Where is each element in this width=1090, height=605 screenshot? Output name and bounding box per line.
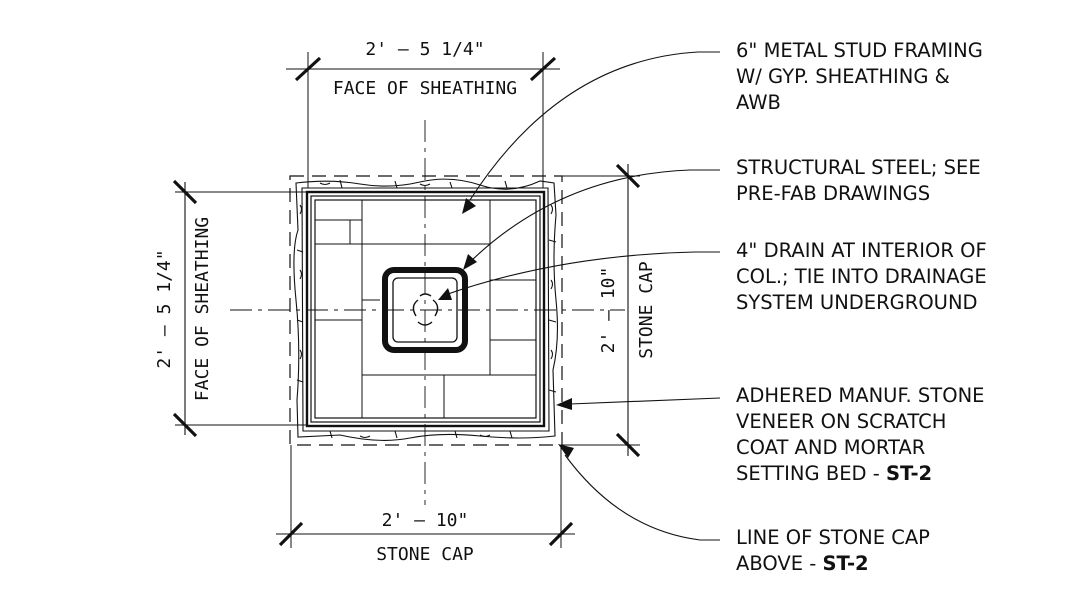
note-line-text: ABOVE - (736, 552, 823, 575)
right-dimension-label: STONE CAP (636, 261, 657, 359)
framing-panels (315, 200, 536, 418)
note-line: STRUCTURAL STEEL; SEE (736, 156, 981, 179)
note-line: 4" DRAIN AT INTERIOR OF (736, 239, 987, 262)
note-line: PRE-FAB DRAWINGS (736, 182, 931, 205)
leader-veneer (569, 397, 721, 405)
drain-symbol (412, 293, 439, 326)
bottom-dimension-value: 2' – 10" (382, 510, 469, 531)
sheathing-inner (310, 195, 541, 423)
note-line: COL.; TIE INTO DRAINAGE (736, 265, 987, 288)
note-stone-veneer: ADHERED MANUF. STONE VENEER ON SCRATCH C… (736, 383, 1076, 487)
right-dimension (562, 163, 641, 458)
bottom-dimension (276, 445, 575, 548)
leader-steel (469, 169, 720, 263)
note-line: COAT AND MORTAR (736, 436, 926, 459)
note-drain: 4" DRAIN AT INTERIOR OF COL.; TIE INTO D… (736, 238, 1076, 316)
top-dimension (286, 52, 560, 188)
stone-cap-outline (289, 175, 563, 446)
left-dimension (172, 179, 306, 438)
note-line: ABOVE - ST-2 (736, 551, 1076, 577)
bottom-dimension-label: STONE CAP (376, 544, 474, 565)
sheathing-outer (305, 190, 546, 428)
right-dimension-value: 2' – 10" (598, 267, 619, 354)
note-reference-code: ST-2 (885, 462, 933, 485)
stud-line (314, 199, 537, 419)
top-dimension-label: FACE OF SHEATHING (333, 78, 517, 99)
note-line: AWB (736, 91, 781, 114)
top-dimension-value: 2' – 5 1/4" (365, 39, 484, 60)
note-line: W/ GYP. SHEATHING & (736, 65, 950, 88)
note-line: ADHERED MANUF. STONE (736, 384, 985, 407)
note-structural-steel: STRUCTURAL STEEL; SEE PRE-FAB DRAWINGS (736, 155, 1076, 207)
note-metal-stud-framing: 6" METAL STUD FRAMING W/ GYP. SHEATHING … (736, 38, 1076, 116)
leader-drain (444, 251, 720, 296)
left-dimension-label: FACE OF SHEATHING (192, 217, 213, 401)
leader-lines (444, 51, 721, 541)
note-line: 6" METAL STUD FRAMING (736, 39, 983, 62)
note-reference-code: ST-2 (822, 552, 869, 575)
note-stone-cap: LINE OF STONE CAP ABOVE - ST-2 (736, 525, 1076, 577)
note-line-text: SETTING BED - (736, 462, 886, 485)
left-dimension-value: 2' – 5 1/4" (154, 249, 175, 368)
leader-framing (469, 51, 720, 201)
note-line: SETTING BED - ST-2 (736, 461, 1076, 487)
centerlines (230, 120, 625, 505)
leader-arrowheads (438, 198, 574, 458)
note-line: LINE OF STONE CAP (736, 526, 930, 549)
stone-veneer (293, 178, 558, 441)
note-line: SYSTEM UNDERGROUND (736, 291, 978, 314)
note-line: VENEER ON SCRATCH (736, 410, 947, 433)
leader-stone-cap (564, 454, 720, 541)
structural-steel-column (382, 267, 468, 353)
